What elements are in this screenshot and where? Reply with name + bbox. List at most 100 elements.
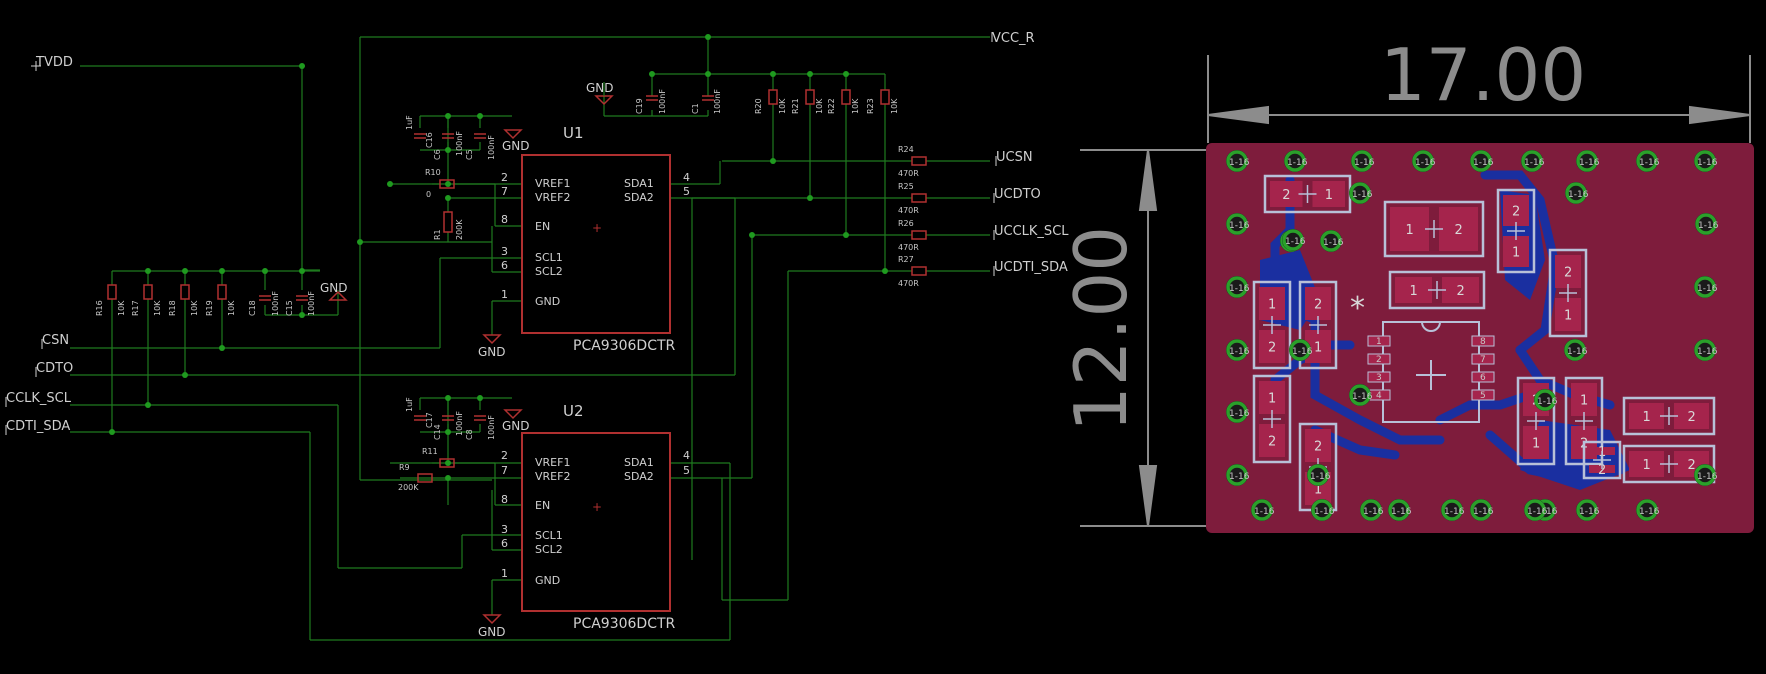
pin-label: VREF2 [535, 191, 570, 204]
via[interactable]: 1-16 [1349, 384, 1373, 406]
via[interactable]: 1-16 [1534, 389, 1558, 411]
net-label-tvdd[interactable]: TVDD [35, 55, 73, 70]
smd-footprint[interactable]: 21 [1516, 376, 1556, 466]
via[interactable]: 1-16 [1470, 150, 1494, 172]
via[interactable]: 1-16 [1521, 150, 1545, 172]
via[interactable]: 1-16 [1694, 276, 1718, 298]
c5-ref: C5 [465, 149, 474, 160]
via[interactable]: 1-16 [1524, 499, 1548, 521]
via[interactable]: 1-16 [1282, 229, 1306, 251]
via[interactable]: 1-16 [1694, 339, 1718, 361]
via[interactable]: 1-16 [1576, 499, 1600, 521]
net-label-ucsn[interactable]: UCSN [996, 150, 1033, 165]
via[interactable]: 1-16 [1470, 499, 1494, 521]
via[interactable]: 1-16 [1226, 150, 1250, 172]
via[interactable]: 1-16 [1694, 150, 1718, 172]
net-label-cdti-sda[interactable]: CDTI_SDA [6, 419, 70, 434]
u2-chip[interactable]: U2 PCA9306DCTR VREF1 VREF2 EN SCL1 SCL2 … [501, 402, 690, 632]
via[interactable]: 1-16 [1311, 499, 1335, 521]
via-label: 1-16 [1579, 158, 1600, 168]
net-label-ucdti-sda[interactable]: UCDTI_SDA [994, 260, 1068, 275]
via[interactable]: 1-16 [1636, 499, 1660, 521]
pin-label: SCL2 [535, 265, 563, 278]
pad-label: 1 [1580, 394, 1588, 409]
pcb-view[interactable]: 17.00 12.00 [1059, 33, 1754, 533]
pad-label: 2 [1457, 284, 1465, 299]
pad-label: 1 [1643, 458, 1651, 473]
pad-label: 2 [1512, 205, 1520, 220]
via[interactable]: 1-16 [1320, 230, 1344, 252]
via-label: 1-16 [1229, 347, 1250, 357]
net-label-csn[interactable]: CSN [42, 333, 69, 348]
u1-chip[interactable]: U1 PCA9306DCTR VREF1 VREF2 EN SCL1 SCL2 … [501, 124, 690, 354]
via-label: 1-16 [1314, 507, 1335, 517]
via[interactable]: 1-16 [1565, 182, 1589, 204]
via[interactable]: 1-16 [1307, 464, 1331, 486]
smd-footprint[interactable]: 12 [1252, 374, 1292, 464]
r23-ref: R23 [866, 98, 875, 114]
net-label-cclk-scl[interactable]: CCLK_SCL [6, 391, 72, 406]
pin-label: EN [535, 220, 550, 233]
via[interactable]: 1-16 [1251, 499, 1275, 521]
u2-part: PCA9306DCTR [573, 616, 676, 632]
c18-ref: C18 [248, 300, 257, 316]
r11-ref: R11 [422, 447, 438, 456]
smd-footprints: 2112121221212112212112121212 [1252, 174, 1716, 512]
via[interactable]: 1-16 [1576, 150, 1600, 172]
smd-footprint[interactable]: 21 [1548, 248, 1588, 338]
via[interactable]: 1-16 [1351, 150, 1375, 172]
r22-value: 10K [851, 98, 860, 114]
via[interactable]: 1-16 [1388, 499, 1412, 521]
via[interactable]: 1-16 [1412, 150, 1436, 172]
smd-footprint[interactable]: 12 [1582, 440, 1622, 480]
gnd-label: GND [502, 419, 530, 433]
r19-ref: R19 [205, 300, 214, 316]
net-label-ucdto[interactable]: UCDTO [994, 187, 1041, 202]
r22-ref: R22 [827, 98, 836, 114]
via[interactable]: 1-16 [1226, 339, 1250, 361]
net-label-vcc-r[interactable]: VCC_R [992, 31, 1035, 46]
svg-text:3: 3 [1376, 373, 1382, 383]
pin-number: 1 [501, 288, 508, 301]
via[interactable]: 1-16 [1360, 499, 1384, 521]
pin-number: 7 [501, 464, 508, 477]
via-label: 1-16 [1287, 158, 1308, 168]
r16-ref: R16 [95, 300, 104, 316]
smd-footprint[interactable]: 12 [1252, 280, 1292, 370]
smd-footprint[interactable]: 21 [1496, 188, 1536, 274]
gnd-label: GND [478, 625, 506, 639]
pin-number: 1 [501, 567, 508, 580]
via-label: 1-16 [1567, 347, 1588, 357]
via[interactable]: 1-16 [1441, 499, 1465, 521]
via[interactable]: 1-16 [1226, 276, 1250, 298]
r17-ref: R17 [131, 300, 140, 316]
via[interactable]: 1-16 [1694, 464, 1718, 486]
smd-footprint[interactable]: 21 [1298, 280, 1338, 370]
net-label-ucclk-scl[interactable]: UCCLK_SCL [994, 224, 1069, 239]
via-label: 1-16 [1229, 221, 1250, 231]
via[interactable]: 1-16 [1564, 339, 1588, 361]
via-label: 1-16 [1229, 409, 1250, 419]
via[interactable]: 1-16 [1226, 401, 1250, 423]
via[interactable]: 1-16 [1695, 213, 1719, 235]
via[interactable]: 1-16 [1289, 339, 1313, 361]
via[interactable]: 1-16 [1349, 182, 1373, 204]
svg-text:6: 6 [1480, 373, 1486, 383]
net-label-cdto[interactable]: CDTO [36, 361, 73, 376]
via[interactable]: 1-16 [1226, 213, 1250, 235]
c1-value: 100nF [713, 89, 722, 114]
via[interactable]: 1-16 [1636, 150, 1660, 172]
r26-ref: R26 [898, 219, 914, 228]
via[interactable]: 1-16 [1226, 464, 1250, 486]
via[interactable]: 1-16 [1284, 150, 1308, 172]
r1-ref: R1 [433, 229, 442, 240]
pad-label: 2 [1314, 440, 1322, 455]
c17-value: 1uF [405, 397, 414, 412]
pad-label: 1 [1268, 298, 1276, 313]
r9-ref: R9 [399, 463, 410, 472]
